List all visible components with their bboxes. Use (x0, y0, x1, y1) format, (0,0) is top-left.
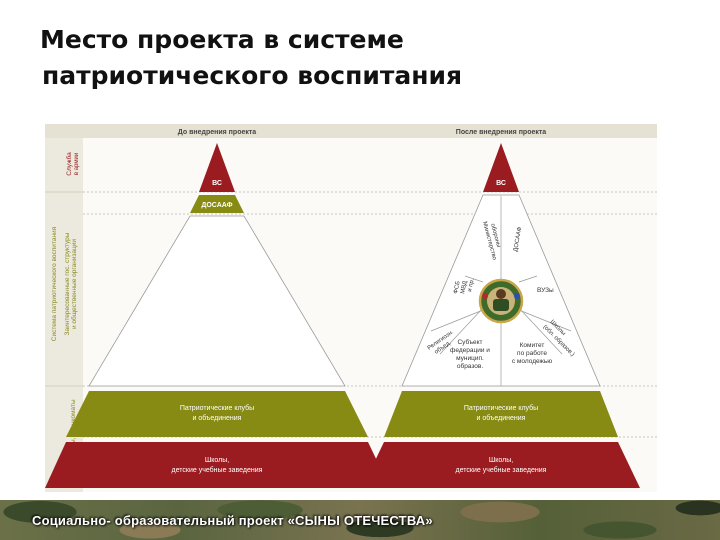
diagram-canvas: До внедрения проекта После внедрения про… (45, 124, 657, 492)
divider-3 (430, 309, 484, 332)
pyramid-before: ВС ДОСААФ Патриотические клубы и объедин… (45, 143, 390, 488)
footer-project-name: Социально- образовательный проект «СЫНЫ … (32, 513, 433, 528)
slide-title: Место проекта в системе патриотического … (40, 22, 680, 94)
committee-label-2: по работе (517, 349, 547, 357)
left-top-segment (199, 143, 235, 192)
right-schools-label-1: Школы, (489, 457, 513, 464)
header-before: До внедрения проекта (178, 129, 256, 136)
committee-label-3: с молодежью (512, 358, 552, 365)
pyramid-after: ВС Министерство обороны ДО (362, 143, 640, 488)
divider-6 (439, 307, 484, 355)
subject-label-3: муницип. (456, 355, 484, 362)
left-schools-label-2: детские учебные заведения (172, 466, 263, 474)
header-band (45, 124, 657, 138)
subject-label-1: Субъект (457, 338, 482, 346)
left-dosaaf-segment (190, 195, 244, 213)
camouflage-footer: Социально- образовательный проект «СЫНЫ … (0, 500, 720, 540)
left-schools-label-1: Школы, (205, 457, 229, 464)
header-after: После внедрения проекта (456, 129, 547, 136)
vuzy-label: ВУЗы (537, 287, 554, 294)
fsb-label-2: МВД (460, 281, 469, 295)
title-line-2: патриотического воспитания (42, 61, 463, 90)
left-clubs-label-1: Патриотические клубы (180, 404, 254, 412)
left-clubs-segment (66, 391, 368, 437)
subject-label-2: федерации и (450, 347, 490, 354)
project-emblem-icon (478, 278, 524, 324)
left-top-label: ВС (212, 180, 222, 187)
right-schools-label-2: детские учебные заведения (456, 466, 547, 474)
pyramid-diagram: До внедрения проекта После внедрения про… (45, 124, 657, 492)
divider-2 (518, 275, 538, 283)
left-middle-segment (88, 215, 346, 387)
right-clubs-segment (384, 391, 618, 437)
dosaaf-right-label: ДОСААФ (513, 226, 523, 252)
right-top-segment (483, 143, 519, 192)
divider-1 (464, 275, 484, 283)
committee-label-1: Комитет (520, 342, 545, 349)
fsb-label-1: ФСБ (453, 281, 462, 295)
side-label-army-1: Служба (65, 152, 73, 176)
right-clubs-label-1: Патриотические клубы (464, 404, 538, 412)
left-schools-segment (45, 442, 390, 488)
right-top-label: ВС (496, 180, 506, 187)
side-label-system: Система патриотического воспитания (51, 226, 58, 341)
right-schools-segment (362, 442, 640, 488)
subject-label-4: образов. (457, 362, 483, 370)
side-label-interested-2: и общественные организации (70, 239, 78, 329)
divider-4 (518, 309, 572, 332)
left-clubs-label-2: и объединения (193, 414, 242, 422)
divider-7 (518, 307, 563, 355)
fsb-label-3: и пр. (467, 278, 476, 293)
title-line-1: Место проекта в системе (40, 25, 404, 54)
left-dosaaf-label: ДОСААФ (201, 202, 232, 209)
side-label-schools: Школы, ВУЗы, военкоматы (70, 399, 77, 480)
side-label-interested-1: Заинтересованные гос. структуры (64, 232, 71, 335)
side-label-army-2: в армии (74, 153, 80, 175)
right-clubs-label-2: и объединения (477, 414, 526, 422)
